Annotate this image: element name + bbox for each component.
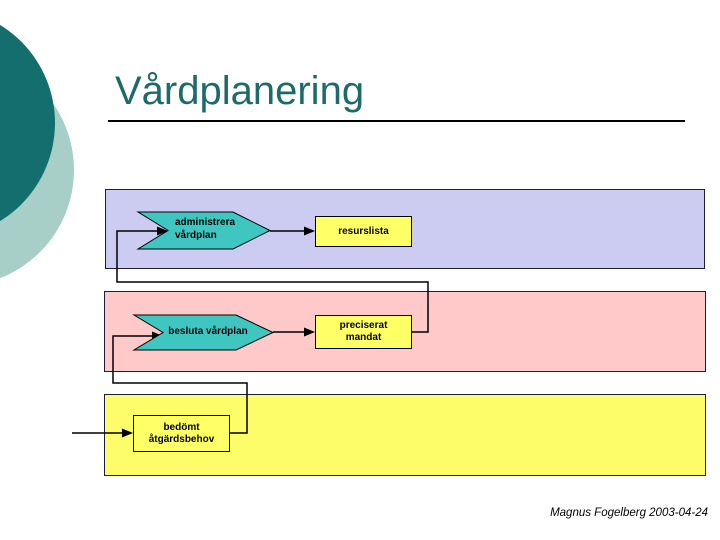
footer-credit: Magnus Fogelberg 2003-04-24: [550, 507, 708, 519]
process-administrera-line2: vårdplan: [175, 229, 217, 241]
lane-bedomt-atgardsbehov: [104, 394, 706, 476]
process-besluta-label: besluta vårdplan: [153, 326, 263, 339]
node-resurslista: resurslista: [315, 216, 412, 247]
process-administrera-label: administrera vårdplan: [175, 217, 235, 242]
title-underline: [108, 120, 685, 122]
node-resurslista-line1: resurslista: [338, 225, 389, 237]
node-bedomt-line2: åtgärdsbehov: [148, 433, 215, 445]
arrowhead-into-bedomt: [122, 428, 133, 438]
node-bedomt-atgardsbehov: bedömt åtgärdsbehov: [133, 415, 230, 452]
edge-preciserat-to-administrera: [116, 230, 429, 333]
arrowhead-into-administrera: [157, 226, 168, 236]
node-preciserat-line2: mandat: [345, 332, 382, 343]
process-administrera-shape: [136, 211, 272, 250]
process-besluta-line1: besluta vårdplan: [168, 326, 248, 337]
arrowhead-into-preciserat: [304, 327, 315, 337]
node-preciserat-line1: preciserat: [339, 320, 388, 331]
node-bedomt-line1: bedömt: [163, 421, 200, 433]
node-preciserat-mandat: preciserat mandat: [315, 315, 412, 349]
slide-title: Vårdplanering: [115, 69, 365, 113]
edge-bedomt-to-besluta: [112, 335, 248, 434]
process-administrera-line1: administrera: [175, 217, 236, 228]
arrowhead-into-resurslista: [304, 226, 315, 236]
process-besluta-shape: [132, 314, 275, 351]
